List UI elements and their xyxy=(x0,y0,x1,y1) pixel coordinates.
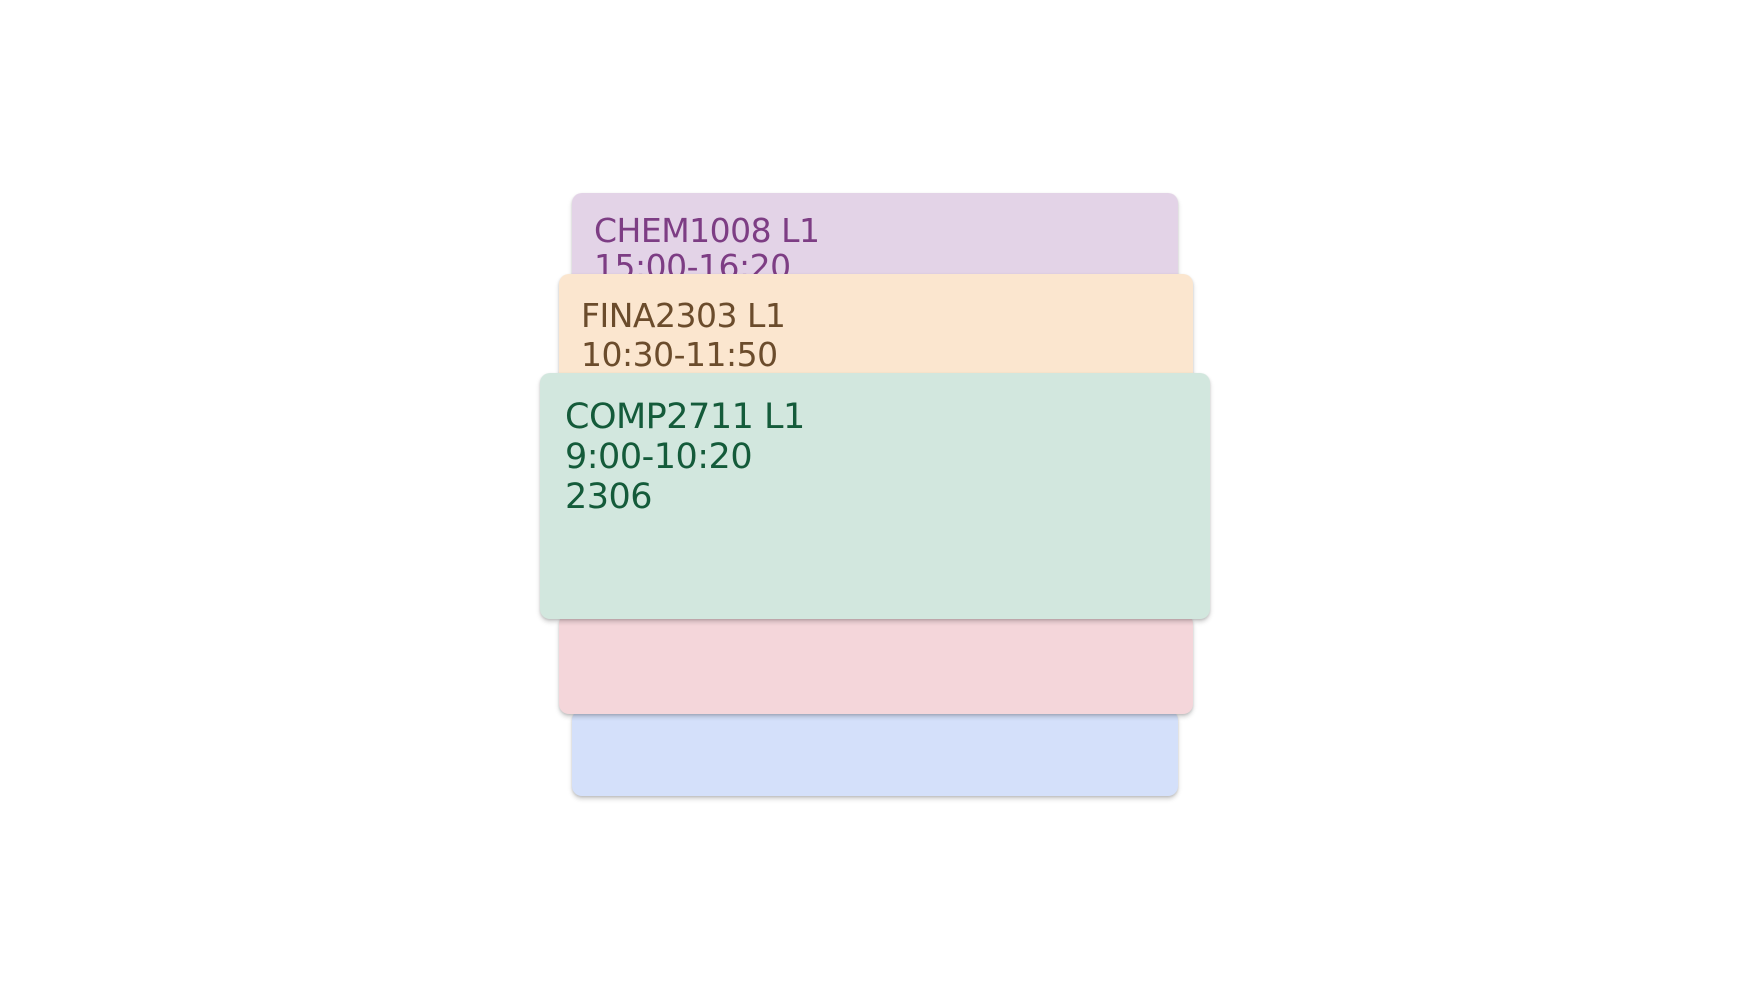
course-card-blue[interactable] xyxy=(572,710,1178,796)
course-code: CHEM1008 L1 xyxy=(594,211,820,250)
course-card-fina2303[interactable]: FINA2303 L1 10:30-11:50 xyxy=(559,274,1193,384)
course-code: FINA2303 L1 xyxy=(581,296,786,335)
course-card-comp2711[interactable]: COMP2711 L1 9:00-10:20 2306 xyxy=(540,373,1210,619)
course-code: COMP2711 L1 xyxy=(565,397,805,437)
course-time: 10:30-11:50 xyxy=(581,335,778,374)
course-card-chem1008[interactable]: CHEM1008 L1 15:00-16:20 xyxy=(572,193,1178,289)
card-content: FINA2303 L1 10:30-11:50 xyxy=(581,296,786,374)
card-content: COMP2711 L1 9:00-10:20 2306 xyxy=(565,397,805,517)
course-room: 2306 xyxy=(565,477,653,517)
course-card-pink[interactable] xyxy=(559,614,1193,714)
course-time: 9:00-10:20 xyxy=(565,437,753,477)
